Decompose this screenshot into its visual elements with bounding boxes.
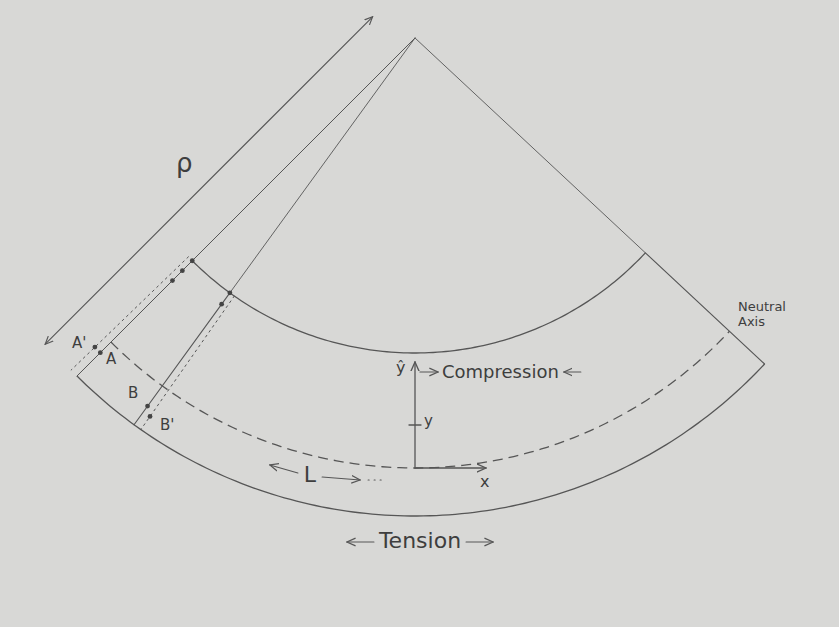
length-arrow	[322, 477, 360, 480]
length-dots	[368, 479, 386, 480]
section-dot	[180, 268, 185, 273]
radial-line	[230, 38, 415, 293]
neutral-axis-line	[111, 331, 730, 468]
outer-fiber-arc	[77, 364, 765, 516]
tension-arrow	[466, 541, 493, 542]
point-label: B	[128, 386, 138, 401]
point-label: B'	[160, 418, 174, 433]
axis-label: Neutral Axis	[738, 300, 800, 330]
point-a-prime	[92, 345, 97, 350]
point-label: A	[106, 352, 116, 367]
coordinate-label: y	[424, 414, 433, 429]
point-b-prime	[148, 414, 153, 419]
section-dot	[219, 302, 224, 307]
y-axis	[414, 362, 415, 468]
inner-fiber-arc	[192, 253, 645, 353]
deformed-section	[71, 257, 188, 370]
radial-line	[77, 38, 415, 376]
x-axis	[415, 467, 486, 468]
radius-dimension	[45, 17, 372, 344]
length-label: L	[304, 464, 316, 486]
stress-zone-label: Compression	[442, 363, 559, 381]
section-dot	[170, 278, 175, 283]
axis-label: x	[480, 474, 489, 490]
deformed-section	[141, 296, 234, 430]
compression-arrow	[420, 371, 438, 372]
section-cut	[134, 293, 230, 425]
length-arrow	[270, 465, 298, 473]
compression-arrow	[564, 371, 581, 372]
y-tick	[409, 424, 421, 425]
radius-label: ρ	[176, 150, 193, 176]
point-a	[98, 350, 103, 355]
section-dot	[190, 258, 195, 263]
stress-zone-label: Tension	[379, 530, 461, 552]
radial-line	[415, 38, 645, 253]
point-label: A'	[72, 336, 86, 351]
point-b	[145, 404, 150, 409]
section-dot	[227, 290, 232, 295]
tension-arrow	[347, 541, 374, 542]
axis-label: ŷ	[396, 360, 405, 376]
